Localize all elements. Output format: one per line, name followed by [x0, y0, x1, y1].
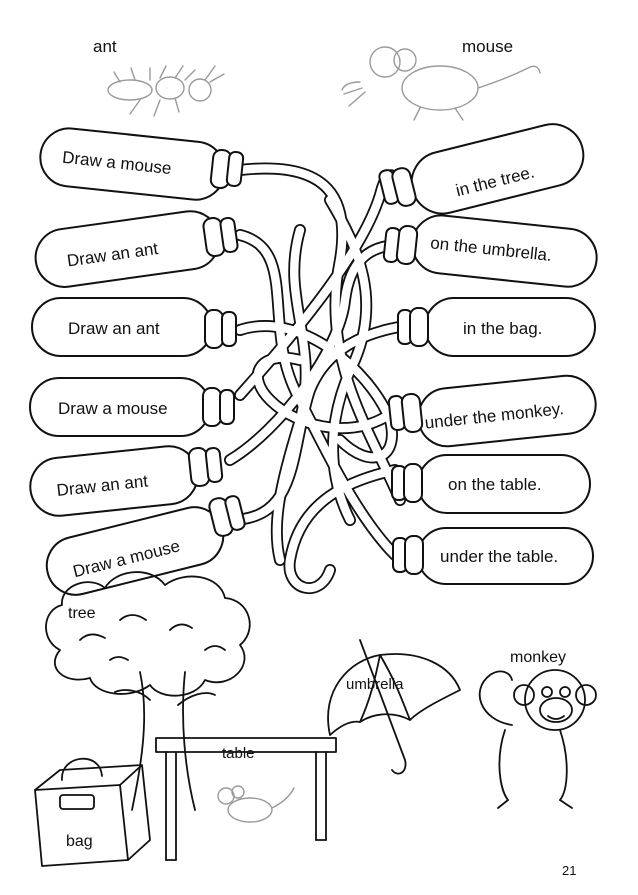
bag-picture	[34, 757, 151, 867]
tree-picture	[45, 571, 251, 811]
ant-label: ant	[93, 37, 117, 56]
umbrella-picture	[327, 639, 461, 775]
left-phrase-1[interactable]: Draw a mouse	[37, 126, 245, 203]
umbrella-label: umbrella	[346, 676, 404, 693]
right-phrase-5-text: on the table.	[448, 475, 542, 494]
right-phrase-5[interactable]: on the table.	[391, 454, 591, 514]
right-phrase-3-text: in the bag.	[463, 319, 542, 338]
mouse-label: mouse	[462, 37, 513, 56]
right-phrase-1[interactable]: in the tree.	[378, 118, 590, 220]
right-phrase-3[interactable]: in the bag.	[397, 297, 596, 357]
monkey-label: monkey	[510, 649, 566, 666]
maze-tubes	[224, 162, 416, 595]
left-phrase-3-text: Draw an ant	[68, 319, 160, 338]
table-picture	[155, 737, 337, 861]
left-phrase-4[interactable]: Draw a mouse	[29, 377, 235, 437]
tree-label: tree	[68, 605, 96, 622]
table-label: table	[222, 745, 255, 762]
left-phrase-2[interactable]: Draw an ant	[32, 207, 239, 290]
right-phrase-2[interactable]: on the umbrella.	[382, 213, 599, 290]
left-phrase-3[interactable]: Draw an ant	[31, 297, 237, 357]
mouse-picture	[341, 46, 541, 121]
left-phrase-6[interactable]: Draw a mouse	[41, 495, 246, 601]
faint-mouse-picture	[217, 785, 295, 823]
right-phrase-6[interactable]: under the table.	[392, 527, 594, 585]
ant-picture	[107, 65, 225, 117]
left-phrase-4-text: Draw a mouse	[58, 399, 168, 418]
right-phrase-4[interactable]: under the monkey.	[387, 373, 598, 449]
page-number: 21	[562, 863, 576, 878]
right-phrase-6-text: under the table.	[440, 547, 558, 566]
monkey-picture	[478, 669, 597, 809]
bag-label: bag	[66, 833, 93, 850]
left-phrase-5[interactable]: Draw an ant	[27, 443, 224, 518]
